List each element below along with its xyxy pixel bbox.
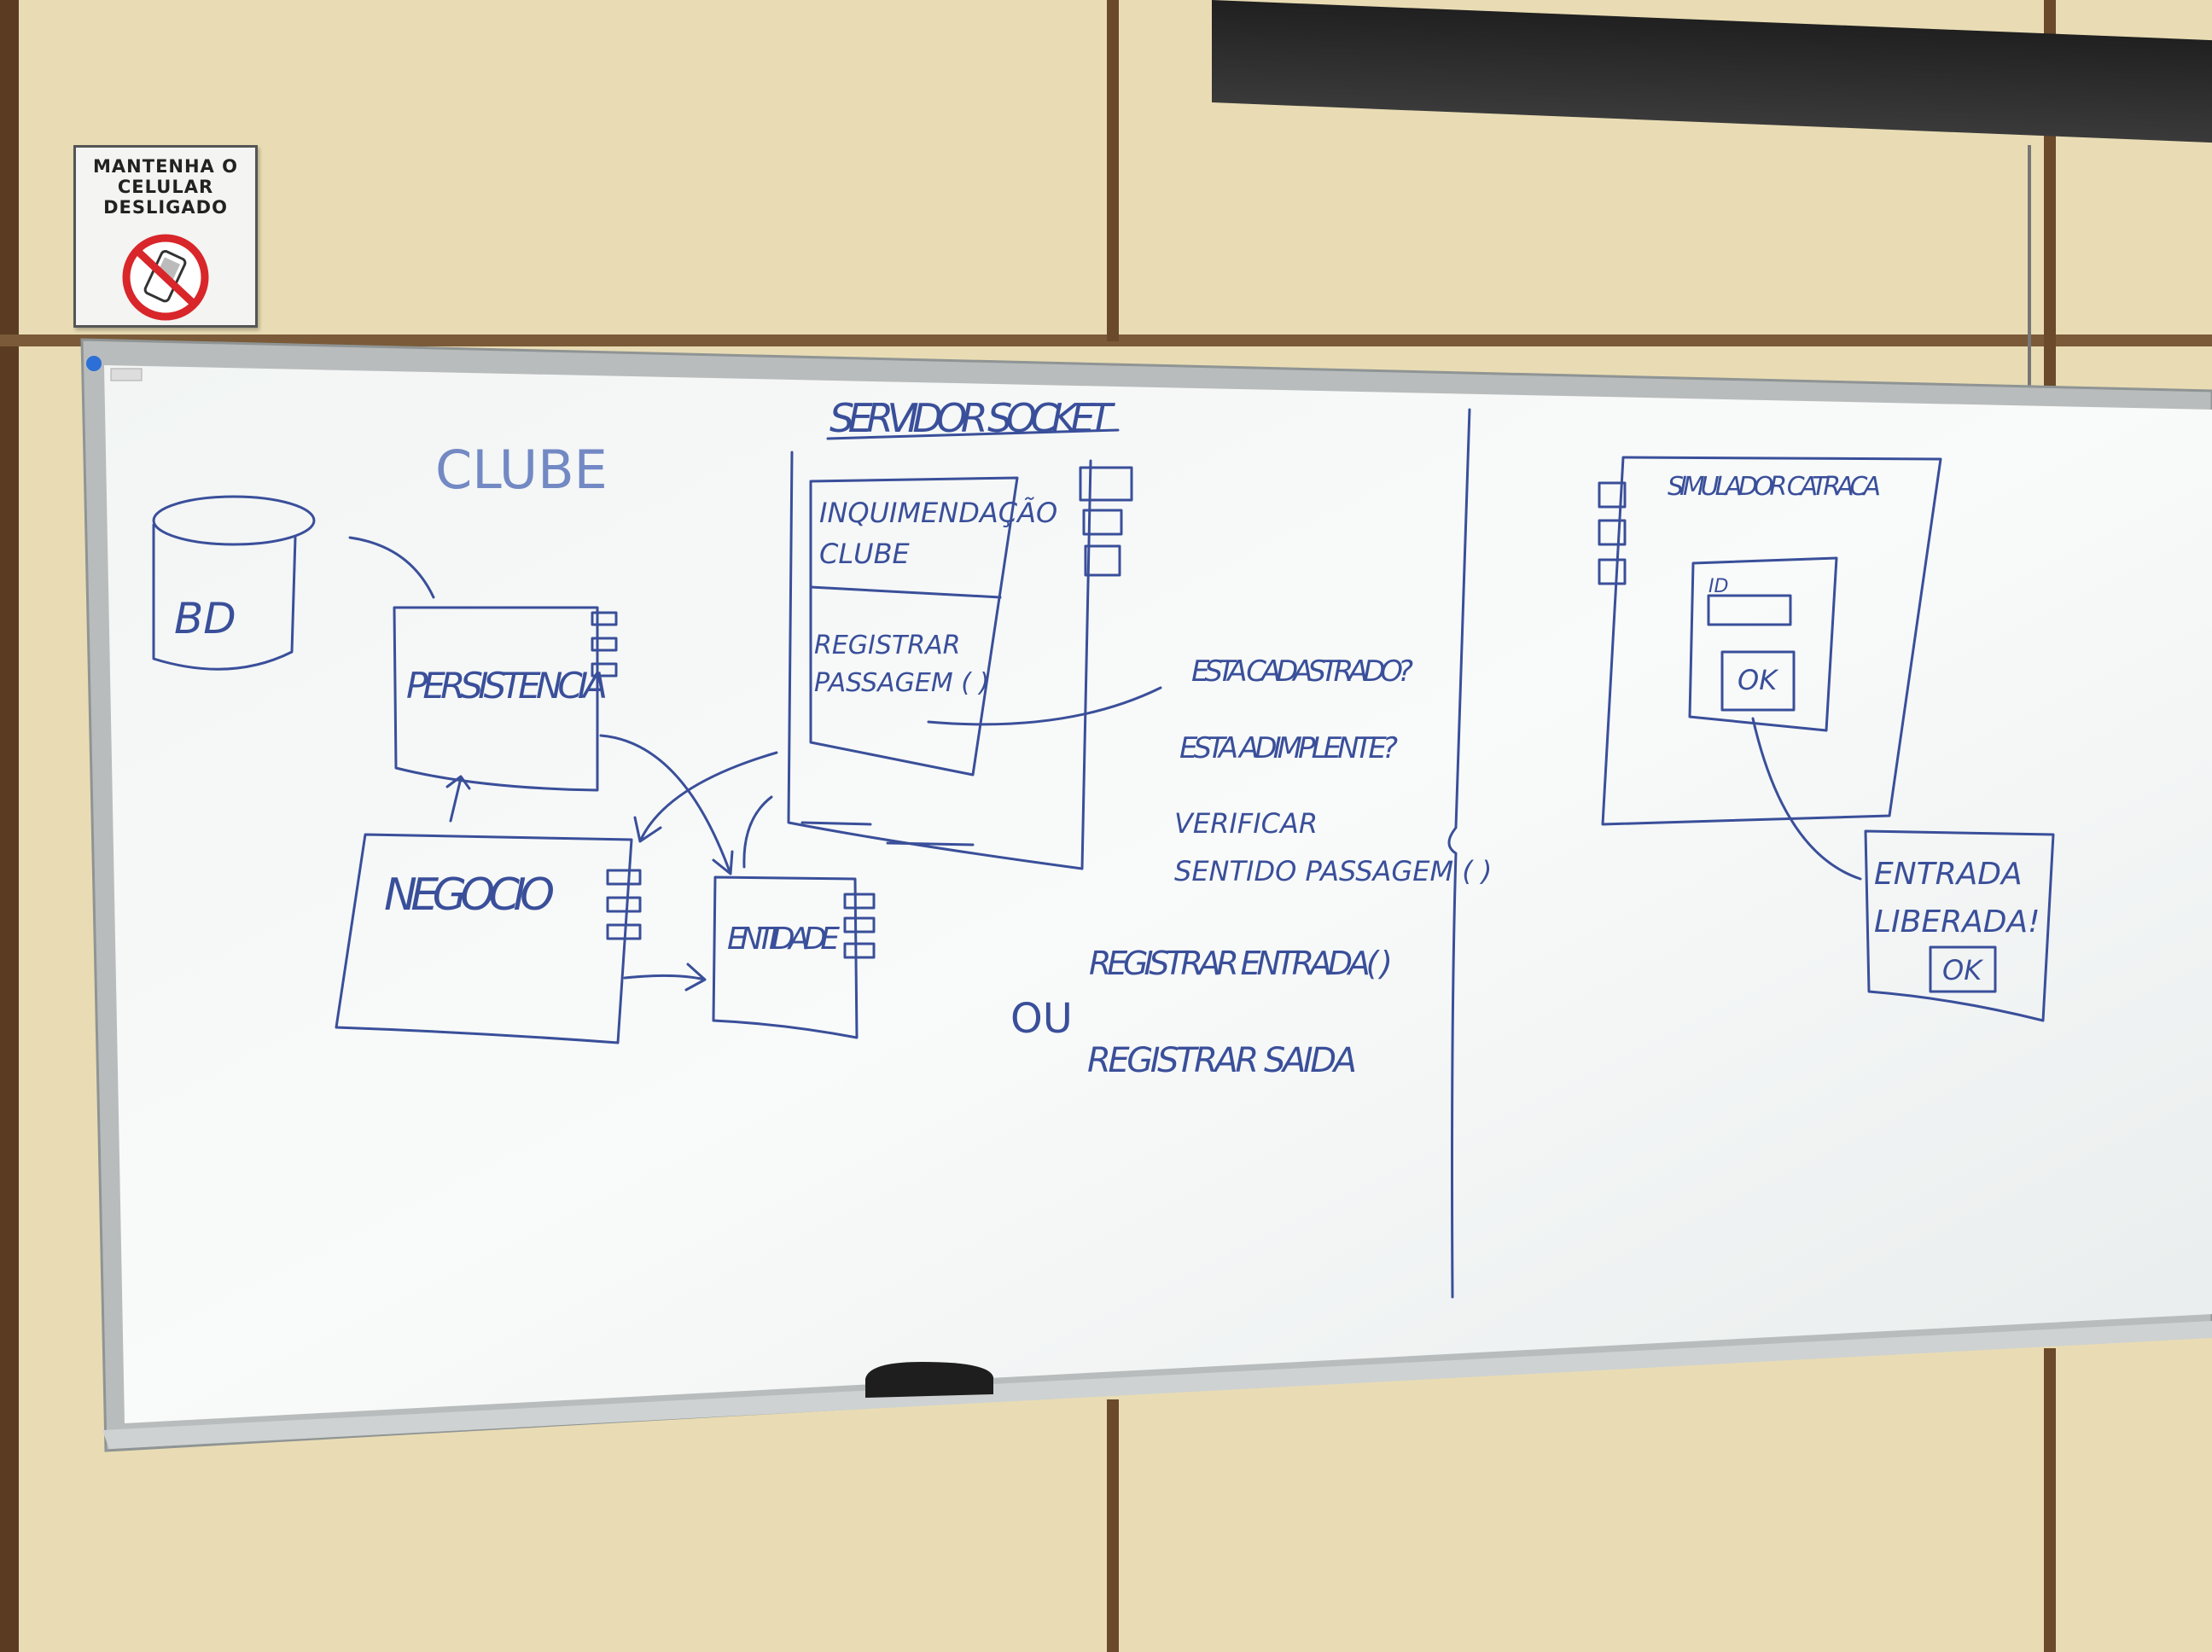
server-interface-box — [809, 476, 1019, 777]
label-negocio: NEGOCIO — [384, 870, 555, 921]
server-bottom-lines — [800, 821, 975, 846]
simulator-to-popup-line — [1751, 717, 1862, 881]
no-phone-sign: MANTENHA O CELULAR DESLIGADO — [73, 145, 258, 328]
entidade-box — [712, 875, 859, 1039]
server-title-underline — [826, 428, 1120, 440]
eraser — [865, 1362, 993, 1398]
no-cellphone-icon — [122, 234, 209, 321]
label-bd: BD — [174, 594, 236, 643]
wall-seam-left — [0, 0, 19, 1652]
database-cylinder-top — [152, 495, 316, 546]
label-server-title: SERVIDOR SOCKET — [830, 395, 1116, 441]
server-box — [787, 451, 1092, 870]
operation-arrow — [927, 686, 1162, 726]
popup-ok-button — [1929, 945, 1997, 993]
sign-text: MANTENHA O CELULAR DESLIGADO — [93, 156, 238, 218]
step-registrar-entrada: REGISTRAR ENTRADA( ) — [1089, 945, 1393, 982]
arrow-server-entidade-2 — [742, 795, 773, 869]
database-cylinder-body — [152, 523, 297, 671]
label-popup-ok: OK — [1942, 954, 1984, 986]
simulator-frame — [1601, 456, 1942, 826]
wall-seam-top — [0, 334, 2212, 346]
arrow-negocio-entidade — [623, 963, 707, 992]
popup-box — [1864, 829, 2055, 1022]
label-simulator-title: SIMULADOR CATRACA — [1668, 472, 1881, 502]
label-simulator-ok: OK — [1738, 664, 1779, 696]
section-divider — [1447, 408, 1471, 1299]
marker-tray — [102, 1321, 2212, 1449]
brand-label — [110, 368, 143, 381]
whiteboard-surface — [104, 365, 2212, 1423]
projector-pull-cord — [2028, 145, 2031, 452]
simulator-panel — [1688, 556, 1838, 732]
step-registrar-saida: REGISTRAR SAIDA — [1087, 1041, 1357, 1080]
blue-magnet — [86, 356, 102, 371]
arrow-negocio-persistencia — [445, 775, 471, 823]
wall-seam-bottom-2 — [2044, 1348, 2056, 1652]
wall-seam-bottom-1 — [1107, 1399, 1119, 1652]
simulator-ok-button — [1720, 650, 1796, 712]
step-esta-cadastrado: ESTA CADASTRADO? — [1191, 654, 1413, 689]
arrow-persistencia-entidade — [599, 734, 734, 875]
wall-seam-mid — [1107, 0, 1119, 341]
label-clube: CLUBE — [435, 439, 608, 501]
label-ou: OU — [1010, 995, 1073, 1043]
label-entidade: ENTIDADE — [727, 922, 840, 957]
label-simulator-id: ID — [1708, 576, 1728, 597]
persistencia-box — [393, 606, 599, 792]
negocio-box — [335, 833, 633, 1044]
step-esta-adimplente: ESTA ADIMPLENTE? — [1179, 731, 1398, 765]
arrow-server-entidade — [633, 751, 778, 843]
label-persistencia: PERSISTENCIA — [406, 665, 608, 707]
simulator-id-field — [1707, 594, 1792, 626]
server-interface-divider — [809, 585, 1002, 599]
db-to-persistence-link — [348, 536, 435, 599]
